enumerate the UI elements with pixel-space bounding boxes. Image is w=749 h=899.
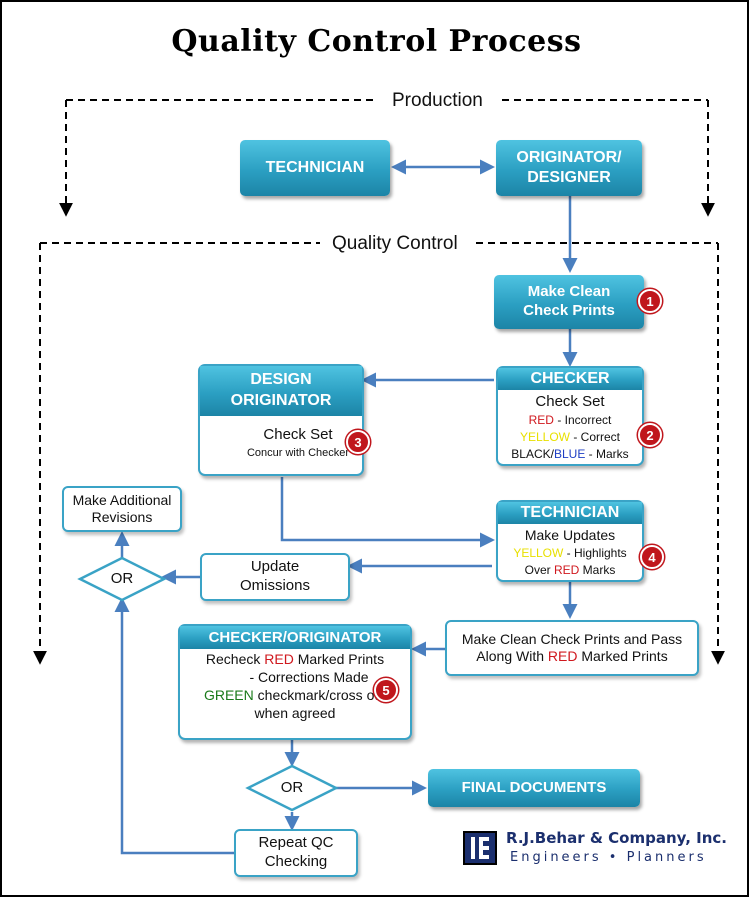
checker-head: CHECKER [498,368,642,390]
design-line2: Concur with Checker [246,446,350,459]
omissions-line2: Omissions [239,577,310,594]
design-head-line2: ORIGINATOR [230,391,332,409]
technician-mid-head: TECHNICIAN [498,502,642,524]
design-originator-head: DESIGN ORIGINATOR [200,366,362,416]
recheck-b: Marked Prints [293,651,385,667]
marks-rest: - Marks [585,447,629,461]
technician-mid-card: TECHNICIAN Make Updates YELLOW - Highlig… [496,500,644,582]
technician-marks-line: Over RED Marks [498,563,642,577]
make-additional-revisions-box: Make Additional Revisions [62,486,182,532]
originator-label-line2: DESIGNER [527,169,611,186]
quality-control-label: Quality Control [326,233,464,255]
or-label-1: OR [110,570,134,587]
recheck-line: Recheck RED Marked Prints [180,651,410,667]
originator-designer-box: ORIGINATOR/ DESIGNER [496,140,642,196]
pass-along-line1: Make Clean Check Prints and Pass [461,630,683,647]
checker-red-line: RED - Incorrect [498,413,642,427]
recheck-a: Recheck [205,651,265,667]
repeat-line2: Checking [264,853,328,870]
over-word: Over [524,563,554,577]
production-label: Production [386,90,489,112]
corrections-line: - Corrections Made [249,669,369,685]
checker-originator-head: CHECKER/ORIGINATOR [180,626,410,649]
pass-along-2a: Along With [476,648,548,664]
production-boundary [59,99,715,217]
checker-originator-card: CHECKER/ORIGINATOR Recheck RED Marked Pr… [178,624,412,740]
technician-mid-line1: Make Updates [524,527,616,543]
originator-label-line1: ORIGINATOR/ [516,149,622,166]
page-title: Quality Control Process [171,24,582,59]
decision-diamond-2 [245,764,339,812]
recheck-red: RED [264,651,294,667]
arrow-repeat-or [114,597,234,855]
update-omissions-box: Update Omissions [200,553,350,601]
arrow-designorig-technician [280,477,495,548]
step-badge-1: 1 [638,289,662,313]
final-documents-label: FINAL DOCUMENTS [461,778,607,796]
or-label-2: OR [280,779,304,796]
pass-along-red: RED [547,648,578,664]
technician-yellow-line: YELLOW - Highlights [498,546,642,560]
omissions-line1: Update [250,558,300,576]
design-line1: Check Set [263,425,333,443]
marks-rest-2: Marks [579,563,616,577]
clean-prints-line2: Check Prints [523,302,615,319]
yellow-word: YELLOW [519,430,570,444]
company-logo [463,831,497,865]
blue-word: BLUE [553,447,586,461]
design-head-line1: DESIGN [250,371,312,388]
checker-card: CHECKER Check Set RED - Incorrect YELLOW… [496,366,644,466]
yellow-word-2: YELLOW [513,546,564,560]
logo-mark-icon [471,837,489,859]
technician-top-label: TECHNICIAN [265,159,365,176]
checker-yellow-line: YELLOW - Correct [498,430,642,444]
step-badge-3: 3 [346,430,370,454]
checker-marks-line: BLACK/BLUE - Marks [498,447,642,461]
clean-check-prints-box: Make Clean Check Prints [494,275,644,329]
highlights-rest: - Highlights [563,546,627,560]
company-tagline: Engineers • Planners [510,850,707,865]
final-documents-box: FINAL DOCUMENTS [428,769,640,807]
red-word: RED [528,413,554,427]
quality-control-boundary [33,242,725,665]
agreed-line: when agreed [254,705,336,721]
revisions-line1: Make Additional [72,491,172,508]
yellow-rest: - Correct [570,430,621,444]
design-originator-card: DESIGN ORIGINATOR Check Set Concur with … [198,364,364,476]
pass-along-line2: Along With RED Marked Prints [476,648,667,666]
red-rest: - Incorrect [553,413,612,427]
green-rest: checkmark/cross out [253,687,387,703]
clean-prints-line1: Make Clean [527,283,611,301]
technician-top-box: TECHNICIAN [240,140,390,196]
repeat-line1: Repeat QC [258,834,334,852]
step-badge-4: 4 [640,545,664,569]
repeat-qc-box: Repeat QC Checking [234,829,358,877]
pass-along-2b: Marked Prints [577,648,668,664]
pass-along-box: Make Clean Check Prints and Pass Along W… [445,620,699,676]
step-badge-5: 5 [374,678,398,702]
decision-diamond-1 [77,556,167,602]
green-word: GREEN [203,687,254,703]
revisions-line2: Revisions [91,509,153,525]
step-badge-2: 2 [638,423,662,447]
company-name: R.J.Behar & Company, Inc. [506,829,728,847]
red-word-2: RED [554,563,580,577]
green-line: GREEN checkmark/cross out [180,687,410,703]
black-word: BLACK/ [511,447,554,461]
checker-line1: Check Set [535,393,605,410]
